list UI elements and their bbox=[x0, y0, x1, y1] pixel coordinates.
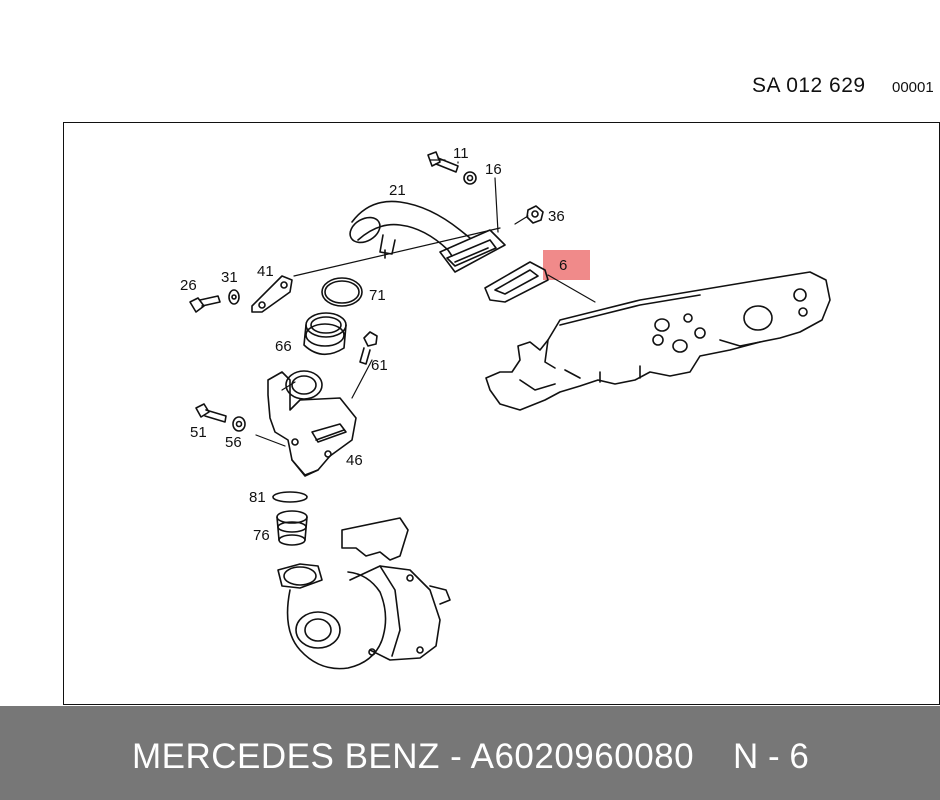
diagram-sheet-number: 00001 bbox=[892, 79, 934, 96]
callout-71: 71 bbox=[369, 287, 386, 304]
footer-part-number: MERCEDES BENZ - A6020960080 bbox=[132, 737, 695, 776]
callout-41: 41 bbox=[257, 263, 274, 280]
callout-16: 16 bbox=[485, 161, 502, 178]
callout-21: 21 bbox=[389, 182, 406, 199]
bolt-51 bbox=[195, 403, 227, 423]
callout-46: 46 bbox=[346, 452, 363, 469]
callout-51: 51 bbox=[190, 424, 207, 441]
callout-31: 31 bbox=[221, 269, 238, 286]
footer-position: N - 6 bbox=[733, 737, 809, 776]
turbocharger bbox=[277, 517, 451, 670]
seal-81 bbox=[272, 491, 308, 503]
connector-66 bbox=[303, 312, 347, 356]
callout-76: 76 bbox=[253, 527, 270, 544]
callout-36: 36 bbox=[548, 208, 565, 225]
bolt-11 bbox=[427, 151, 459, 173]
pipe-76 bbox=[276, 510, 308, 546]
washer-56 bbox=[232, 416, 246, 432]
seal-71 bbox=[321, 277, 363, 307]
washer-16 bbox=[463, 171, 477, 185]
bolt-61 bbox=[359, 331, 378, 365]
washer-31 bbox=[228, 289, 240, 305]
valve-housing-46 bbox=[267, 370, 357, 477]
callout-6: 6 bbox=[559, 257, 567, 274]
diagram-reference-code: SA 012 629 bbox=[752, 74, 866, 97]
callout-11: 11 bbox=[453, 145, 469, 162]
footer-banner bbox=[0, 706, 940, 800]
bracket-41 bbox=[251, 275, 293, 313]
exploded-view-drawing: 11 16 21 36 6 26 31 41 71 66 61 51 56 46… bbox=[180, 145, 831, 670]
callout-26: 26 bbox=[180, 277, 197, 294]
gasket-6 bbox=[484, 261, 549, 303]
callout-81: 81 bbox=[249, 489, 266, 506]
nut-36 bbox=[526, 205, 544, 224]
egr-pipe-21 bbox=[349, 200, 506, 273]
callout-66: 66 bbox=[275, 338, 292, 355]
callout-56: 56 bbox=[225, 434, 242, 451]
leader-lines bbox=[255, 159, 596, 447]
bolt-26 bbox=[189, 295, 221, 313]
exhaust-manifold bbox=[485, 271, 831, 411]
callout-6-highlight bbox=[543, 250, 590, 280]
callout-61: 61 bbox=[371, 357, 388, 374]
